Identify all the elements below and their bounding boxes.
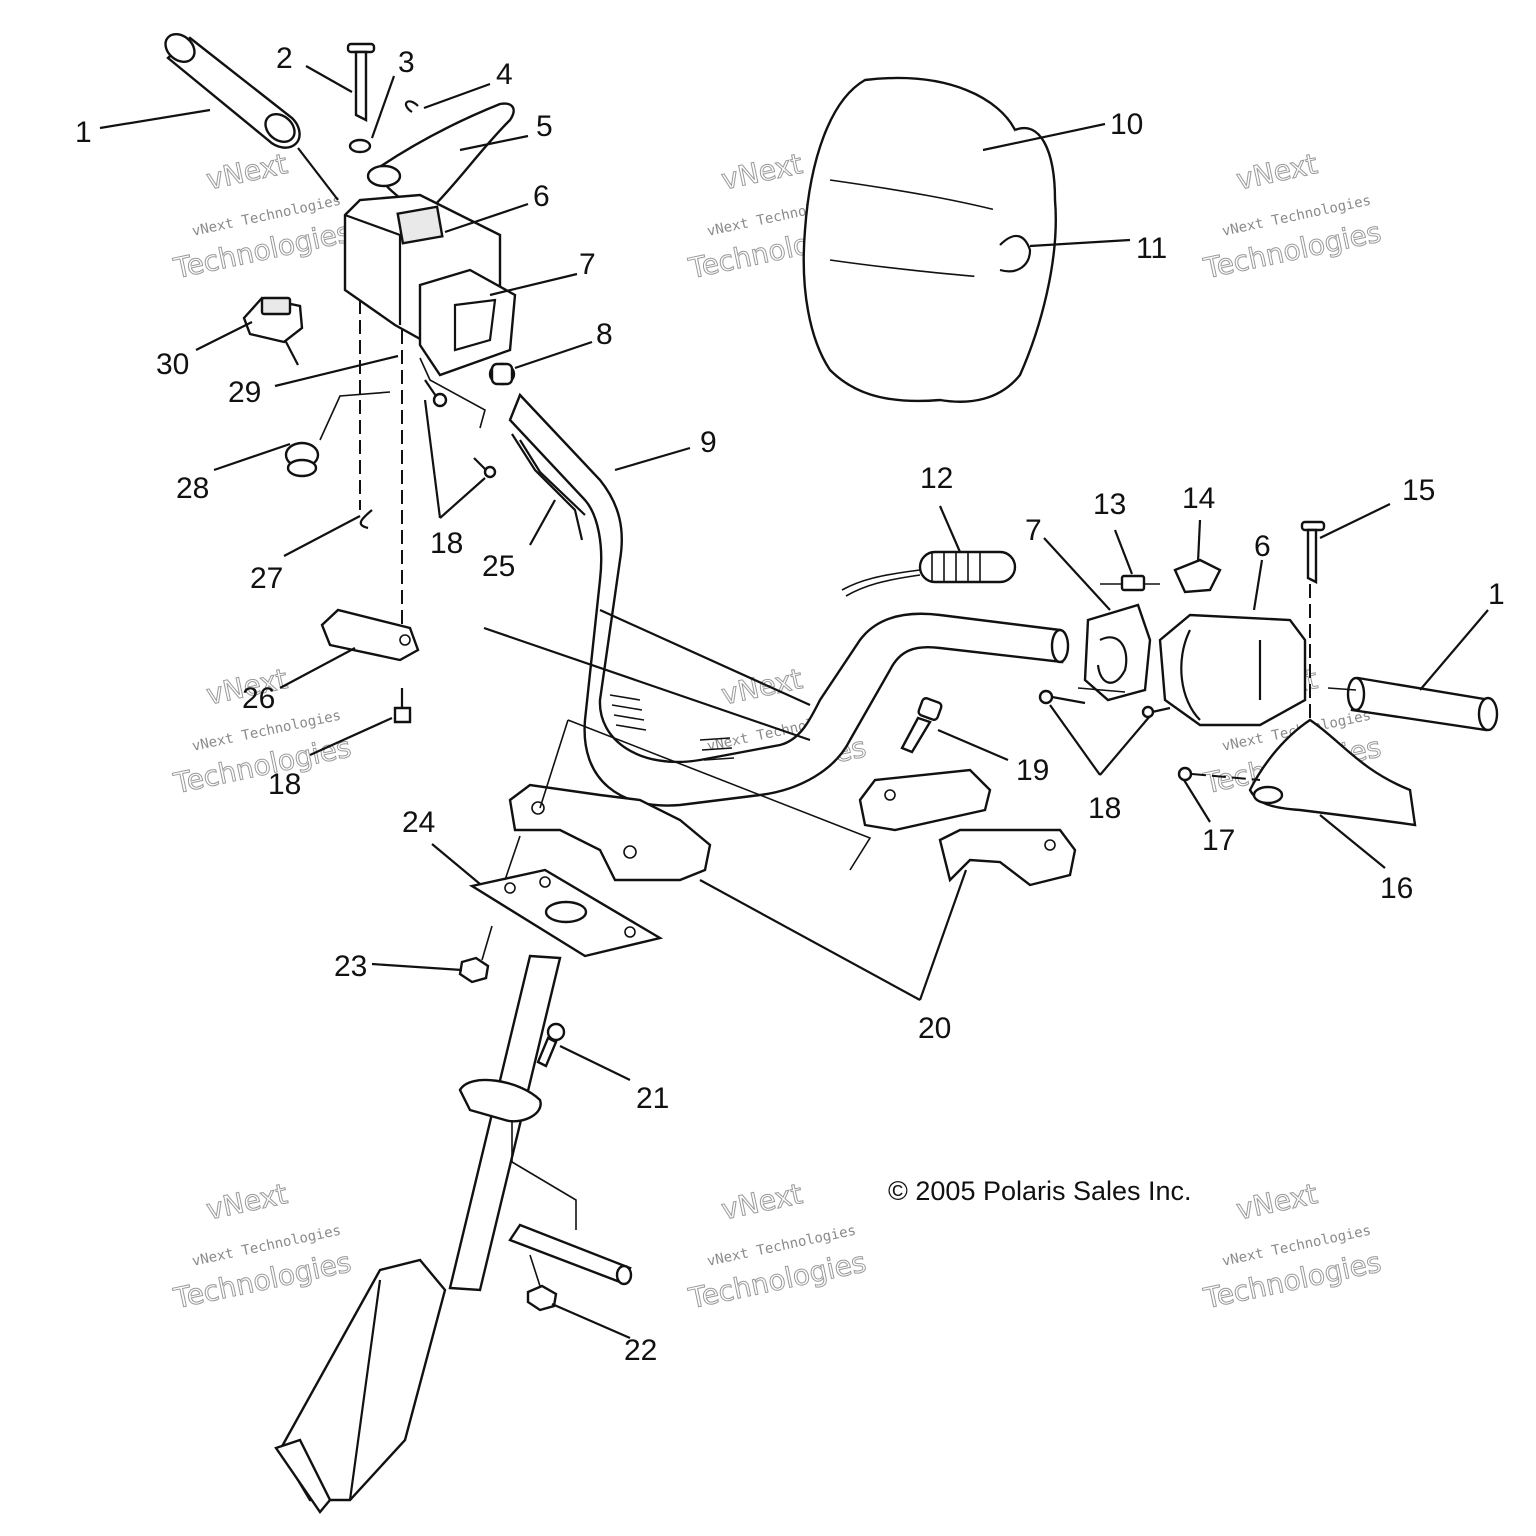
callout-4: 4 [496, 58, 513, 91]
bar-end-plug [488, 362, 516, 386]
callout-30: 30 [156, 348, 189, 381]
svg-text:vNext: vNext [1234, 1177, 1321, 1226]
callout-18c: 18 [1088, 792, 1121, 825]
callout-2: 2 [276, 42, 293, 75]
callout-7: 7 [579, 248, 596, 281]
callout-6b: 6 [1254, 530, 1271, 563]
left-switch-housing [343, 193, 517, 377]
clip [359, 509, 373, 530]
callout-9: 9 [700, 426, 717, 459]
callout-27: 27 [250, 562, 283, 595]
nut [526, 1284, 558, 1312]
callout-16: 16 [1380, 872, 1413, 905]
callout-1b: 1 [1488, 578, 1505, 611]
screw [473, 457, 497, 479]
callout-17: 17 [1202, 824, 1235, 857]
steering-post [274, 954, 562, 1514]
callout-15: 15 [1402, 474, 1435, 507]
callout-20: 20 [918, 1012, 951, 1045]
throttle-cable [511, 433, 586, 541]
watermark: vNext vNext Technologies Technologies [170, 1177, 355, 1316]
pivot-pin [1300, 520, 1326, 584]
callout-10: 10 [1110, 108, 1143, 141]
callout-5: 5 [536, 110, 553, 143]
callout-12: 12 [920, 462, 953, 495]
callout-6: 6 [533, 180, 550, 213]
clamp-bolt [900, 697, 943, 754]
svg-text:vNext: vNext [719, 1177, 806, 1226]
callout-18a: 18 [430, 527, 463, 560]
nut [458, 956, 490, 984]
right-switch-housing [1158, 613, 1307, 727]
callout-22: 22 [624, 1334, 657, 1367]
callout-24: 24 [402, 806, 435, 839]
kill-switch [242, 296, 304, 366]
callout-29: 29 [228, 376, 261, 409]
throttle-housing-right [1083, 603, 1152, 702]
callout-3: 3 [398, 46, 415, 79]
screw [536, 1022, 566, 1068]
svg-text:vNext: vNext [204, 1177, 291, 1226]
callout-19: 19 [1016, 754, 1049, 787]
callout-8: 8 [596, 318, 613, 351]
handlebar [508, 392, 1070, 807]
cap [284, 441, 320, 478]
handlebar-clamp-right [858, 768, 1077, 887]
e-clip [404, 100, 419, 113]
brake-lever-right [1248, 718, 1417, 827]
tube-spacer [508, 1223, 633, 1286]
washer [348, 138, 372, 154]
svg-text:vNext: vNext [1234, 147, 1321, 196]
callout-13: 13 [1093, 488, 1126, 521]
pivot-pin [346, 42, 376, 122]
mount-plate [320, 608, 420, 662]
handlebar-pad [802, 76, 1057, 403]
watermark: vNext vNext Technologies Technologies [1200, 147, 1385, 286]
grip-heater [841, 550, 1017, 597]
right-grip [1346, 676, 1499, 732]
callout-28: 28 [176, 472, 209, 505]
callout-11: 11 [1136, 232, 1167, 265]
watermark: vNext vNext Technologies Technologies [1200, 1177, 1385, 1316]
svg-text:vNext: vNext [719, 147, 806, 196]
callout-23: 23 [334, 950, 367, 983]
watermark: vNext vNext Technologies Technologies [685, 1177, 870, 1316]
handlebar-clamp-left [508, 783, 712, 882]
copyright-notice: © 2005 Polaris Sales Inc. [888, 1176, 1192, 1206]
screw [393, 688, 412, 724]
svg-text:vNext: vNext [204, 147, 291, 196]
callout-25: 25 [482, 550, 515, 583]
screw [424, 379, 448, 408]
callout-18b: 18 [268, 768, 301, 801]
riser-plate [468, 868, 664, 958]
left-grip [164, 33, 301, 149]
watermark: vNext vNext Technologies Technologies [170, 147, 355, 286]
screw [1038, 689, 1086, 705]
callout-1: 1 [75, 116, 92, 149]
callout-labels: 1 2 3 4 5 6 7 8 9 10 11 12 13 14 15 6 7 … [75, 42, 1505, 1367]
callout-26: 26 [242, 682, 275, 715]
connector [1100, 574, 1160, 592]
callout-14: 14 [1182, 482, 1215, 515]
callout-7b: 7 [1025, 514, 1042, 547]
leader-lines [99, 65, 1489, 1340]
screw [1141, 705, 1171, 719]
brake-lever-left [366, 102, 515, 212]
watermark: vNext vNext Technologies Technologies [170, 662, 355, 801]
callout-21: 21 [636, 1082, 669, 1115]
switch-button [1173, 558, 1222, 594]
